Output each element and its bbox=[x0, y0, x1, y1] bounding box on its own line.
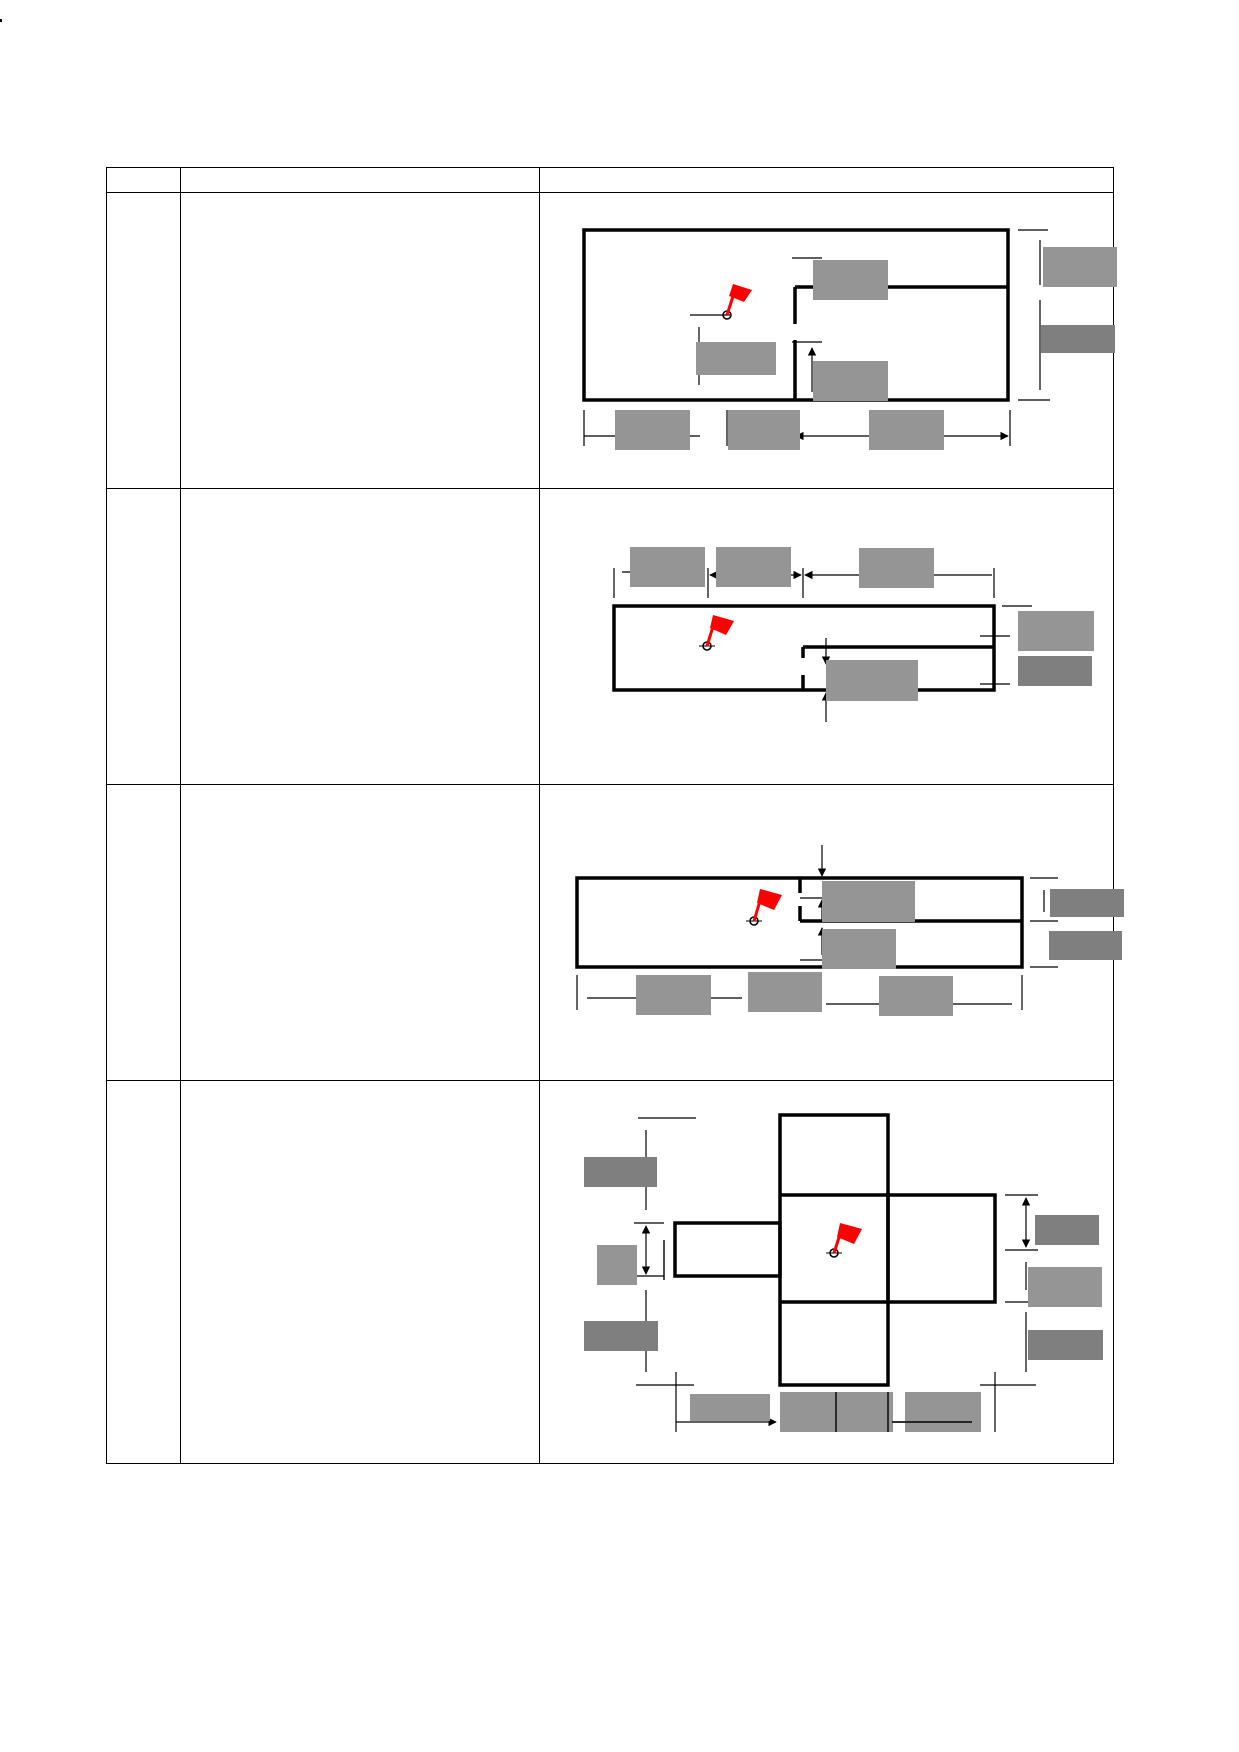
drawing-table bbox=[106, 167, 1114, 1464]
row-number-cell bbox=[106, 1080, 181, 1464]
table-row bbox=[106, 784, 1114, 1081]
table-row bbox=[106, 1080, 1114, 1464]
table-row bbox=[106, 192, 1114, 489]
header-cell-number bbox=[106, 167, 181, 193]
row-figure-cell bbox=[539, 192, 1114, 489]
page-corner-mark bbox=[0, 19, 2, 22]
row-number-cell bbox=[106, 784, 181, 1081]
row-description-cell bbox=[180, 488, 540, 785]
row-figure-cell bbox=[539, 1080, 1114, 1464]
table-header-row bbox=[106, 167, 1114, 193]
table-row bbox=[106, 488, 1114, 785]
row-number-cell bbox=[106, 488, 181, 785]
row-figure-cell bbox=[539, 784, 1114, 1081]
row-description-cell bbox=[180, 1080, 540, 1464]
row-figure-cell bbox=[539, 488, 1114, 785]
header-cell-description bbox=[180, 167, 540, 193]
row-description-cell bbox=[180, 192, 540, 489]
row-number-cell bbox=[106, 192, 181, 489]
row-description-cell bbox=[180, 784, 540, 1081]
header-cell-figure bbox=[539, 167, 1114, 193]
